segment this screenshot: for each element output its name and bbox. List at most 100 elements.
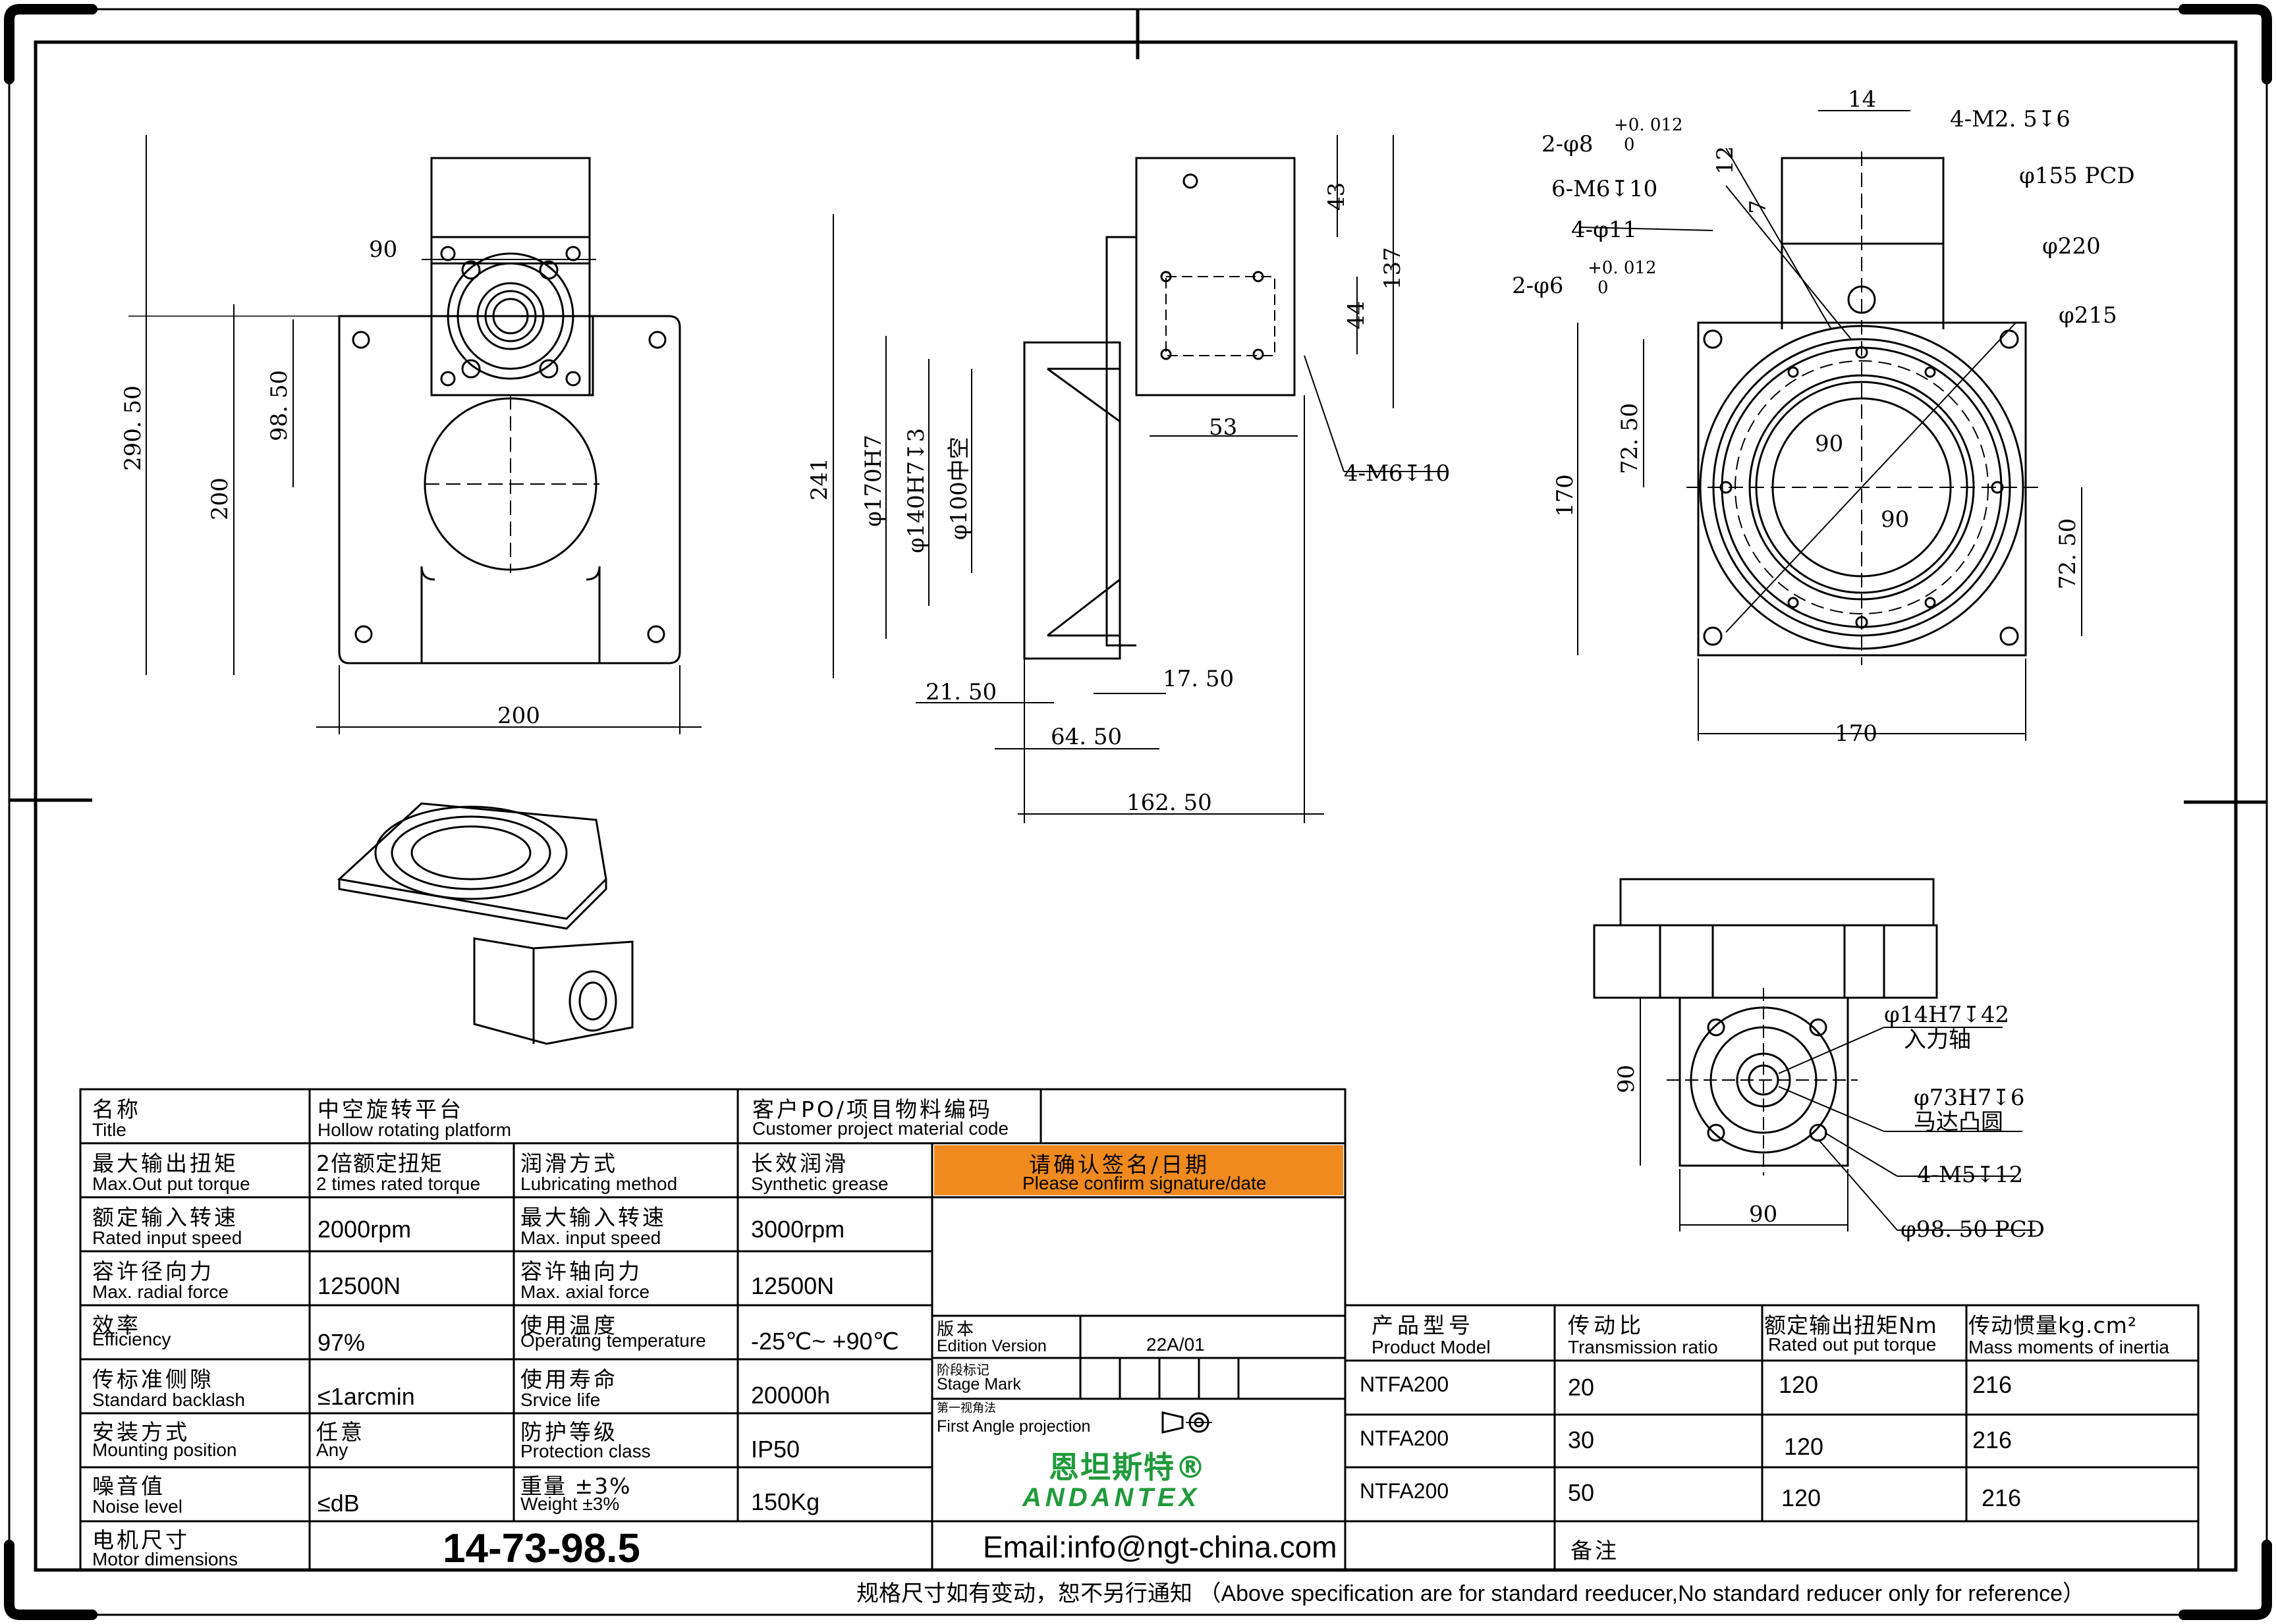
mount-en: Mounting position [92, 1440, 237, 1460]
logo-cn: 恩坦斯特® [1049, 1449, 1207, 1485]
confirm-banner [934, 1145, 1343, 1195]
dim-motor-14h7: φ14H7↧42 [1884, 1002, 2009, 1028]
lub-value-cn: 长效润滑 [751, 1150, 848, 1176]
torque-label-en: Max.Out put torque [92, 1174, 250, 1194]
row-3-torque: 120 [1781, 1484, 1821, 1511]
dim-motor-90h: 90 [1749, 1201, 1777, 1228]
life-value: 20000h [751, 1382, 831, 1409]
dim-motor-pcd: φ98. 50 PCD [1901, 1216, 2045, 1243]
axial-value: 12500N [751, 1272, 835, 1299]
header-ratio-en: Transmission ratio [1568, 1337, 1718, 1357]
first-angle-symbol-icon [1161, 1411, 1212, 1434]
customer-code-en: Customer project material code [752, 1118, 1009, 1139]
proj-en: First Angle projection [937, 1417, 1091, 1436]
edition-value: 22A/01 [1146, 1334, 1205, 1355]
email[interactable]: Email:info@ngt-china.com [983, 1530, 1337, 1564]
motor-dim-cn: 电机尺寸 [92, 1527, 190, 1553]
row-2-inertia: 216 [1972, 1426, 2012, 1453]
eff-cn: 效率 [92, 1313, 141, 1338]
backlash-en: Standard backlash [92, 1390, 245, 1410]
mount-value-en: Any [316, 1440, 348, 1460]
lub-label-cn: 润滑方式 [520, 1150, 618, 1176]
max-speed-value: 3000rpm [751, 1216, 845, 1243]
lub-value-en: Synthetic grease [751, 1174, 889, 1194]
dim-top-14: 14 [1848, 86, 1876, 113]
temp-cn: 使用温度 [520, 1313, 618, 1338]
dim-top-155: φ155 PCD [2019, 163, 2135, 189]
eff-value: 97% [318, 1329, 366, 1356]
prot-en: Protection class [520, 1441, 651, 1461]
dim-side-137: 137 [1379, 247, 1406, 290]
row-1-inertia: 216 [1972, 1371, 2012, 1398]
header-torque-en: Rated out put torque [1768, 1334, 1937, 1355]
dim-side-64: 64. 50 [1051, 724, 1122, 750]
dim-side-100: φ100中空 [946, 437, 972, 540]
noise-en: Noise level [92, 1496, 182, 1517]
temp-value: -25℃~ +90℃ [751, 1328, 899, 1355]
axial-cn: 容许轴向力 [520, 1259, 642, 1284]
rated-speed-value: 2000rpm [318, 1216, 412, 1243]
dim-side-162: 162. 50 [1126, 790, 1212, 816]
radial-value: 12500N [318, 1272, 401, 1299]
dim-motor-90v: 90 [1613, 1065, 1640, 1093]
row-2-torque: 120 [1784, 1433, 1824, 1460]
radial-en: Max. radial force [92, 1282, 229, 1302]
title-label-en: Title [92, 1120, 126, 1140]
dim-side-43: 43 [1323, 182, 1350, 211]
torque-label-cn: 最大输出扭矩 [92, 1150, 238, 1176]
dim-motor-input: 入力轴 [1904, 1027, 1971, 1053]
customer-code-cn: 客户PO/项目物料编码 [752, 1096, 993, 1122]
dim-side-53: 53 [1209, 414, 1237, 441]
stage-cn: 阶段标记 [937, 1362, 989, 1378]
dim-top-170h: 170 [1835, 720, 1877, 747]
dim-side-241: 241 [806, 458, 833, 501]
proj-cn: 第一视角法 [937, 1401, 996, 1415]
remark-label: 备注 [1570, 1538, 1619, 1563]
dim-top-d6: 2-φ6 [1512, 273, 1564, 299]
header-model-en: Product Model [1372, 1337, 1491, 1357]
dim-top-72b: 72. 50 [2055, 518, 2081, 589]
dim-side-140h7: φ140H7↧3 [903, 428, 930, 553]
confirm-en: Please confirm signature/date [1022, 1173, 1267, 1193]
mount-value-cn: 任意 [316, 1419, 365, 1445]
dim-top-12: 12 [1712, 146, 1738, 175]
mount-cn: 安装方式 [92, 1419, 190, 1445]
motor-dim-en: Motor dimensions [92, 1549, 238, 1569]
dim-top-90a: 90 [1815, 431, 1843, 457]
dim-top-72a: 72. 50 [1617, 403, 1643, 474]
dim-side-44: 44 [1343, 301, 1370, 329]
row-2-model: NTFA200 [1360, 1426, 1449, 1450]
life-cn: 使用寿命 [520, 1367, 618, 1392]
dim-top-tol8a: +0. 012 [1614, 115, 1682, 135]
dim-top-215: φ215 [2059, 302, 2117, 329]
dim-top-90b: 90 [1881, 506, 1909, 533]
temp-en: Operating temperature [520, 1330, 706, 1351]
dim-front-98: 98. 50 [266, 370, 292, 441]
row-1-torque: 120 [1779, 1371, 1819, 1398]
row-2-ratio: 30 [1568, 1426, 1595, 1453]
dim-top-d11: 4-φ11 [1571, 217, 1637, 243]
dim-top-220: φ220 [2042, 233, 2101, 259]
dim-front-200v: 200 [207, 477, 233, 520]
dim-motor-73h7: φ73H7↧6 [1914, 1085, 2024, 1111]
dim-front-290: 290. 50 [120, 385, 146, 471]
header-ratio-cn: 传动比 [1568, 1313, 1645, 1338]
noise-cn: 噪音值 [92, 1473, 165, 1499]
title-block: 名称 Title 中空旋转平台 Hollow rotating platform… [80, 1089, 2198, 1571]
header-inertia-cn: 传动惯量kg.cm² [1968, 1313, 2138, 1338]
row-1-model: NTFA200 [1360, 1372, 1449, 1396]
dim-front-200h: 200 [497, 703, 540, 729]
row-3-model: NTFA200 [1360, 1479, 1449, 1503]
dim-front-90: 90 [369, 236, 397, 263]
edition-en: Edition Version [937, 1337, 1047, 1355]
dim-top-170v: 170 [1552, 474, 1578, 517]
row-3-inertia: 216 [1982, 1484, 2022, 1511]
row-1-ratio: 20 [1568, 1374, 1595, 1401]
dim-side-m6: 4-M6↧10 [1344, 460, 1450, 487]
lub-label-en: Lubricating method [520, 1174, 678, 1194]
torque-value-cn: 2倍额定扭矩 [316, 1150, 443, 1176]
dim-top-7: 7 [1745, 200, 1771, 214]
dim-top-d8: 2-φ8 [1541, 131, 1594, 157]
header-torque-cn: 额定输出扭矩Nm [1764, 1313, 1937, 1338]
